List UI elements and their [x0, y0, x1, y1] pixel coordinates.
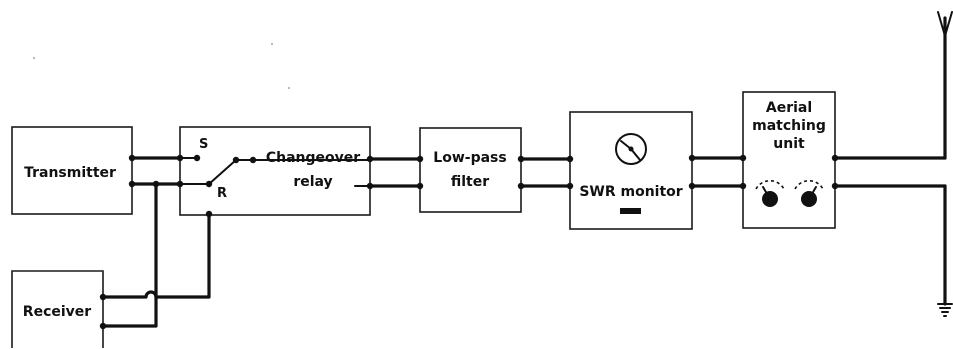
changeover-relay-block: S R Changeover relay — [179, 126, 371, 216]
changeover-relay-label-2: relay — [293, 174, 332, 190]
earth-icon — [937, 184, 953, 317]
tuning-knob-icon-right — [794, 180, 824, 207]
low-pass-filter-block: Low-pass filter — [419, 127, 522, 213]
terminal-r-label: R — [217, 186, 227, 201]
receiver-lines — [101, 182, 211, 328]
swr-monitor-label: SWR monitor — [579, 184, 682, 200]
aerial-matching-label-3: unit — [773, 136, 805, 152]
meter-zero-icon — [620, 208, 641, 214]
meter-icon — [615, 133, 647, 165]
receiver-block: Receiver — [11, 270, 104, 348]
scan-specks — [33, 43, 290, 89]
swr-monitor-block: SWR monitor — [569, 111, 693, 230]
terminal-s-label: S — [199, 137, 208, 152]
feed-lines — [130, 156, 947, 188]
low-pass-filter-label-2: filter — [451, 174, 489, 190]
low-pass-filter-label-1: Low-pass — [433, 150, 506, 166]
receiver-label: Receiver — [23, 304, 91, 320]
changeover-relay-label-1: Changeover — [266, 150, 360, 166]
transmitter-block: Transmitter — [11, 126, 133, 215]
transmitter-label: Transmitter — [24, 165, 116, 181]
aerial-matching-label-2: matching — [752, 118, 826, 134]
aerial-icon — [937, 11, 953, 160]
aerial-matching-unit-block: Aerial matching unit — [742, 91, 836, 229]
tuning-knob-icon-left — [755, 180, 785, 207]
terminal-dots — [99, 154, 839, 330]
aerial-matching-label-1: Aerial — [766, 100, 812, 116]
